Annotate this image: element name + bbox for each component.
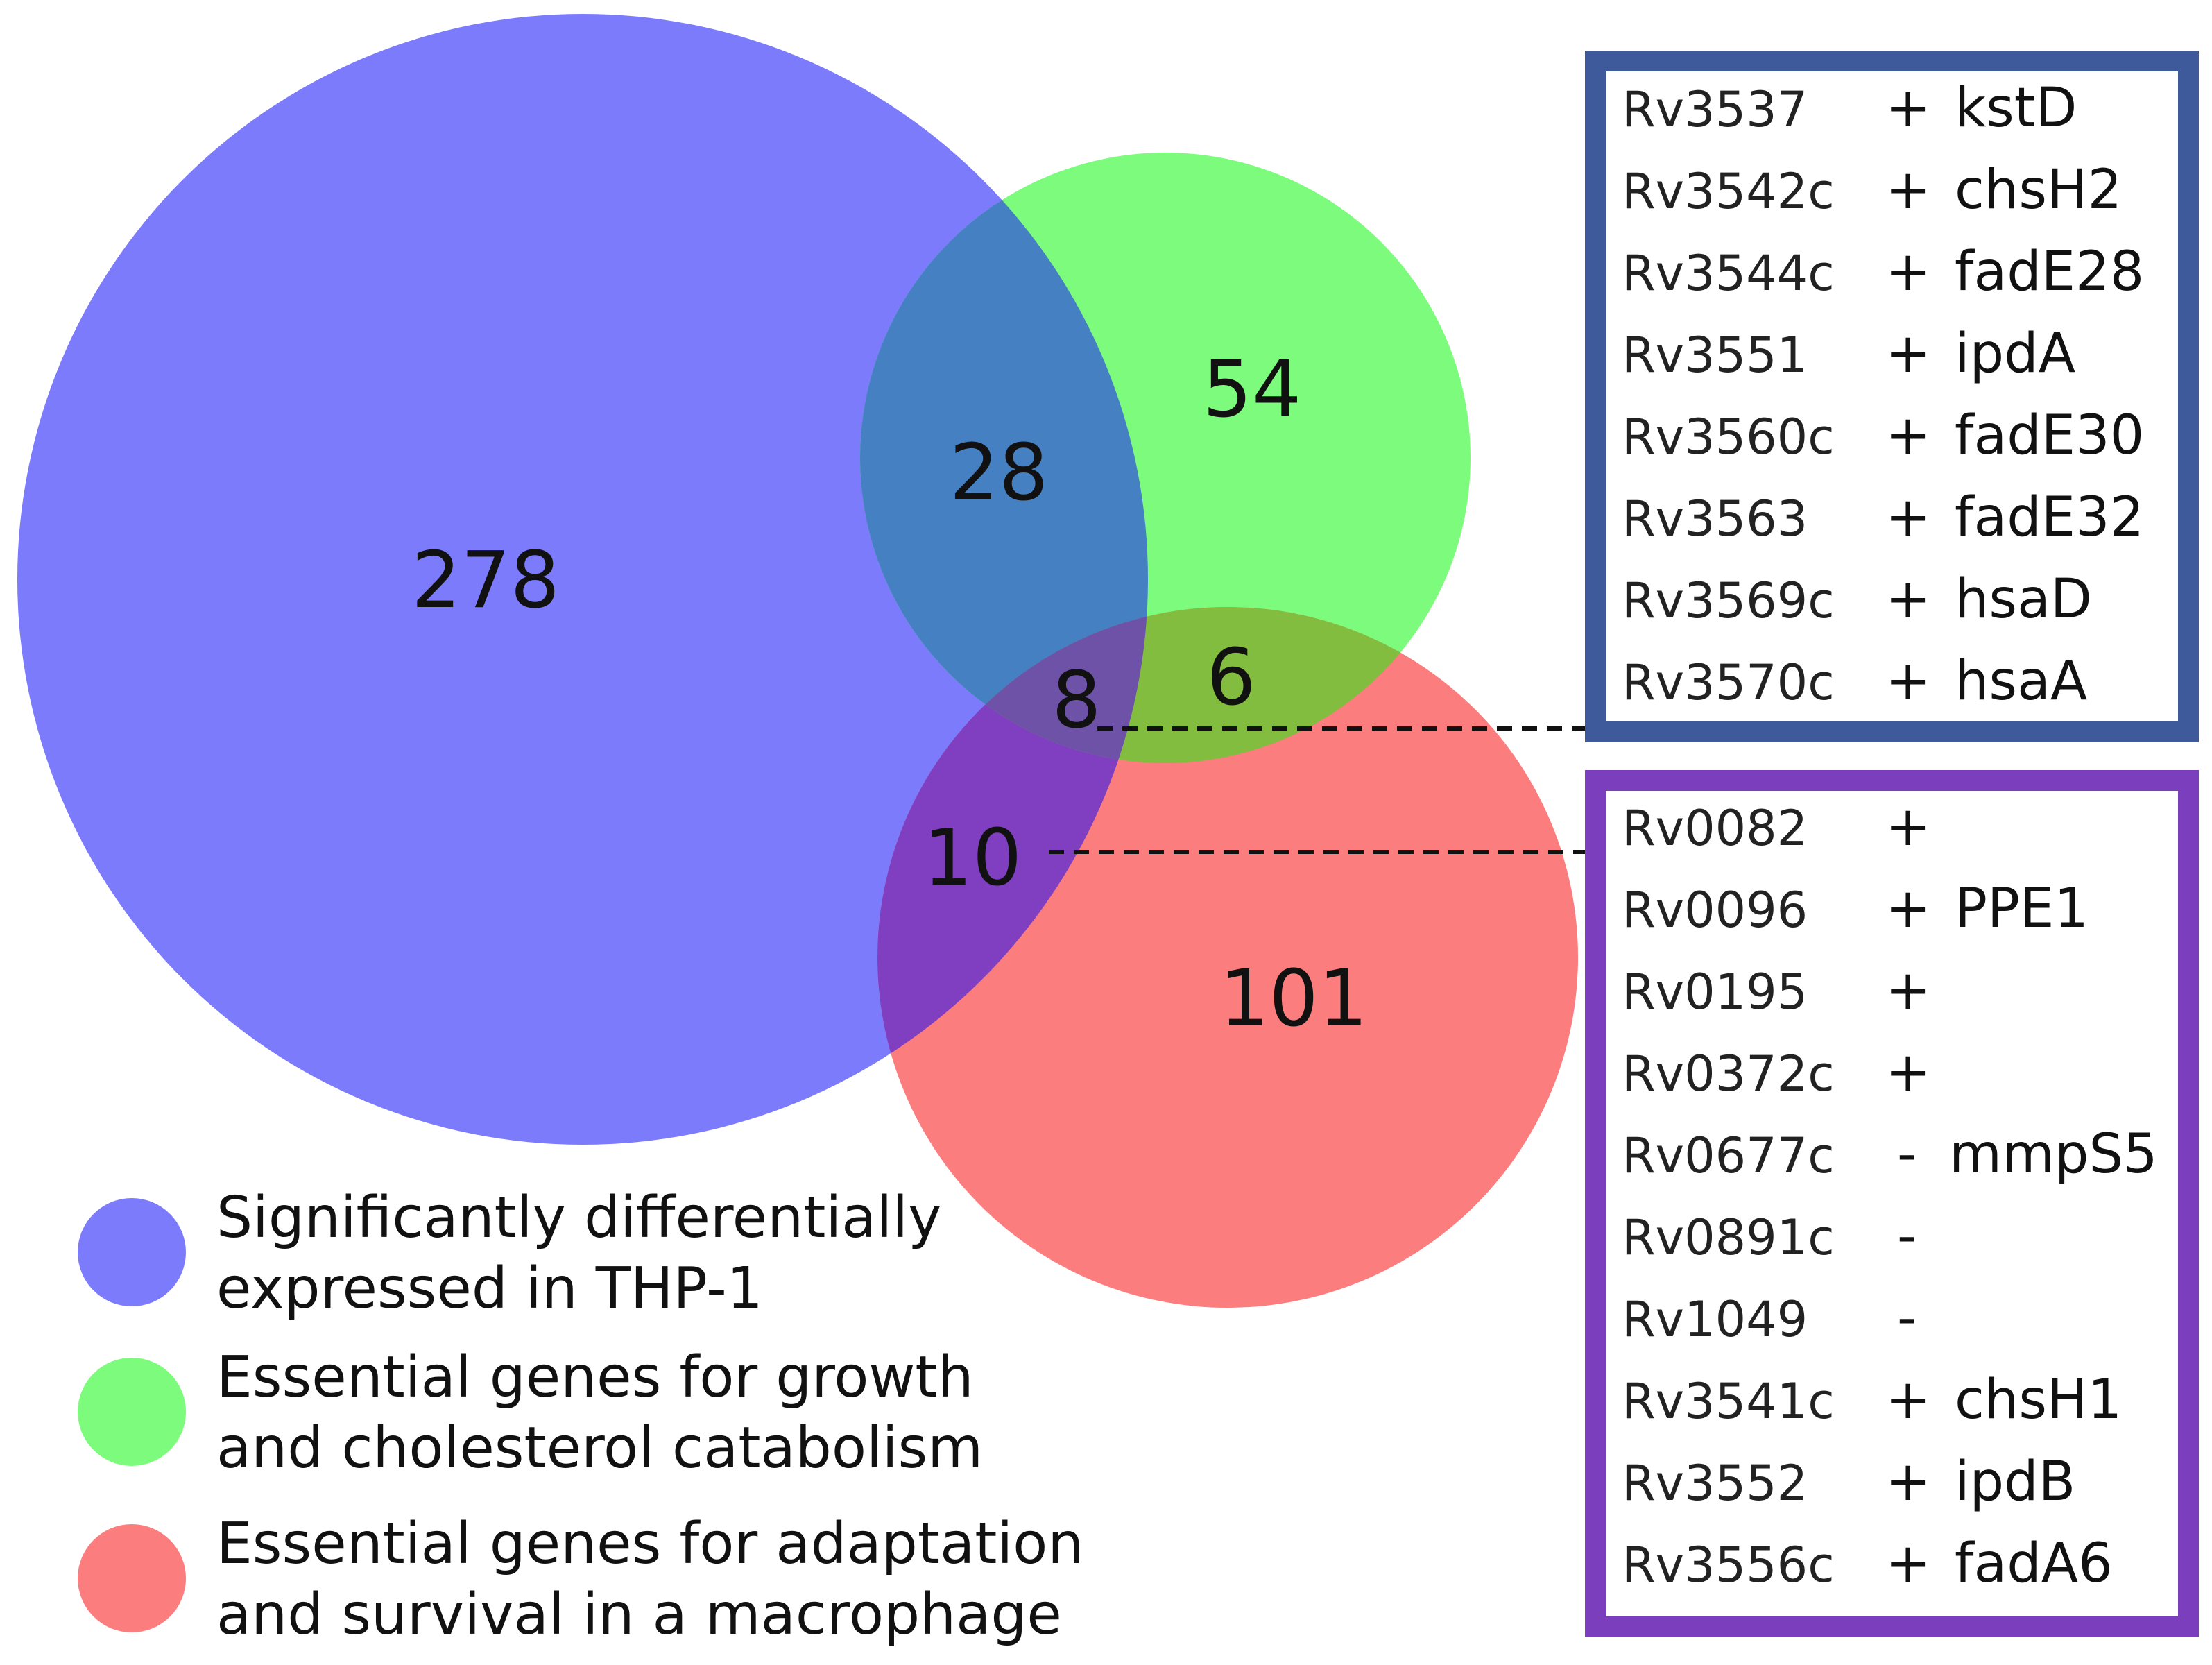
gene-name: PPE1: [1955, 878, 2089, 940]
legend-label-line: and survival in a macrophage: [216, 1582, 1062, 1648]
gene-row: Rv3552 + ipdB: [1622, 1451, 2075, 1513]
gene-id: Rv3542c: [1622, 163, 1835, 220]
gene-box-bottom: [1585, 770, 2199, 1637]
count-only-a: 278: [411, 536, 560, 626]
gene-row: Rv3541c + chsH1: [1622, 1369, 2122, 1431]
legend-swatch: [78, 1524, 186, 1632]
gene-name: hsaA: [1955, 650, 2087, 712]
gene-name: fadE30: [1955, 404, 2144, 467]
gene-direction: +: [1885, 486, 1930, 549]
gene-row: Rv0891c -: [1622, 1205, 1917, 1267]
gene-direction: +: [1885, 1451, 1930, 1513]
gene-id: Rv3556c: [1622, 1537, 1835, 1594]
legend-swatch: [78, 1358, 186, 1466]
gene-name: hsaD: [1955, 568, 2092, 631]
count-only-b: 54: [1203, 345, 1302, 435]
gene-direction: +: [1885, 1041, 1930, 1104]
gene-row: Rv0372c +: [1622, 1041, 1930, 1104]
gene-row: Rv3537 + kstD: [1622, 77, 2077, 139]
gene-name: fadE28: [1955, 241, 2144, 303]
gene-direction: -: [1897, 1205, 1917, 1267]
gene-name: chsH1: [1955, 1369, 2122, 1431]
gene-row: Rv0195 +: [1622, 959, 1930, 1022]
gene-row: Rv3560c + fadE30: [1622, 404, 2144, 467]
gene-id: Rv0195: [1622, 964, 1808, 1021]
gene-name: chsH2: [1955, 159, 2122, 221]
gene-direction: +: [1885, 568, 1930, 631]
gene-direction: +: [1885, 159, 1930, 221]
gene-id: Rv3552: [1622, 1455, 1808, 1512]
gene-row: Rv3544c + fadE28: [1622, 241, 2144, 303]
gene-name: fadE32: [1955, 486, 2144, 549]
gene-row: Rv3569c + hsaD: [1622, 568, 2092, 631]
gene-id: Rv1049: [1622, 1291, 1808, 1348]
gene-direction: +: [1885, 323, 1930, 385]
gene-direction: -: [1897, 1287, 1917, 1349]
gene-direction: +: [1885, 878, 1930, 940]
legend-label-line: Essential genes for growth: [216, 1344, 974, 1410]
gene-row: Rv3556c + fadA6: [1622, 1532, 2113, 1595]
gene-row: Rv3542c + chsH2: [1622, 159, 2122, 221]
legend-label-line: Significantly differentially: [216, 1185, 942, 1251]
gene-direction: +: [1885, 650, 1930, 712]
count-a-b-c: 8: [1052, 656, 1101, 746]
circle-differentially-expressed: [17, 14, 1148, 1145]
gene-id: Rv3537: [1622, 81, 1808, 138]
gene-name: ipdA: [1955, 323, 2075, 385]
gene-id: Rv0372c: [1622, 1045, 1835, 1102]
gene-direction: +: [1885, 796, 1930, 858]
gene-box-top: [1585, 51, 2199, 742]
gene-row: Rv1049 -: [1622, 1287, 1917, 1349]
legend-label-line: expressed in THP-1: [216, 1256, 763, 1322]
gene-direction: +: [1885, 959, 1930, 1022]
gene-direction: +: [1885, 241, 1930, 303]
gene-id: Rv3569c: [1622, 572, 1835, 629]
count-only-c: 101: [1219, 954, 1368, 1044]
gene-direction: -: [1897, 1123, 1917, 1186]
gene-row: Rv3570c + hsaA: [1622, 650, 2087, 712]
gene-id: Rv3560c: [1622, 409, 1835, 466]
gene-id: Rv3551: [1622, 327, 1808, 384]
gene-name: fadA6: [1955, 1532, 2113, 1595]
gene-name: mmpS5: [1949, 1123, 2158, 1186]
gene-id: Rv3541c: [1622, 1373, 1835, 1430]
overlap-a-b: [860, 153, 1148, 763]
gene-id: Rv3563: [1622, 490, 1808, 547]
gene-id: Rv3570c: [1622, 654, 1835, 711]
gene-row: Rv0677c -mmpS5: [1622, 1123, 2158, 1186]
gene-row: Rv0096 + PPE1: [1622, 878, 2089, 940]
gene-name: ipdB: [1955, 1451, 2075, 1513]
gene-id: Rv0096: [1622, 882, 1808, 939]
gene-id: Rv0677c: [1622, 1127, 1835, 1184]
legend-label-line: and cholesterol catabolism: [216, 1415, 983, 1481]
gene-id: Rv0891c: [1622, 1209, 1835, 1266]
count-a-and-c: 10: [923, 813, 1022, 903]
count-b-and-c: 6: [1206, 633, 1255, 723]
legend-swatch: [78, 1198, 186, 1306]
gene-direction: +: [1885, 404, 1930, 467]
legend-label-line: Essential genes for adaptation: [216, 1511, 1083, 1577]
gene-row: Rv3551 + ipdA: [1622, 323, 2075, 385]
gene-row: Rv3563 + fadE32: [1622, 486, 2144, 549]
gene-id: Rv0082: [1622, 800, 1808, 857]
gene-direction: +: [1885, 1369, 1930, 1431]
count-a-and-b: 28: [950, 428, 1049, 518]
gene-list-top: Rv3537+kstDRv3542c+chsH2Rv3544c+fadE28Rv…: [1622, 77, 2144, 712]
gene-direction: +: [1885, 77, 1930, 139]
gene-id: Rv3544c: [1622, 245, 1835, 302]
gene-name: kstD: [1955, 77, 2077, 139]
gene-row: Rv0082 +: [1622, 796, 1930, 858]
gene-direction: +: [1885, 1532, 1930, 1595]
